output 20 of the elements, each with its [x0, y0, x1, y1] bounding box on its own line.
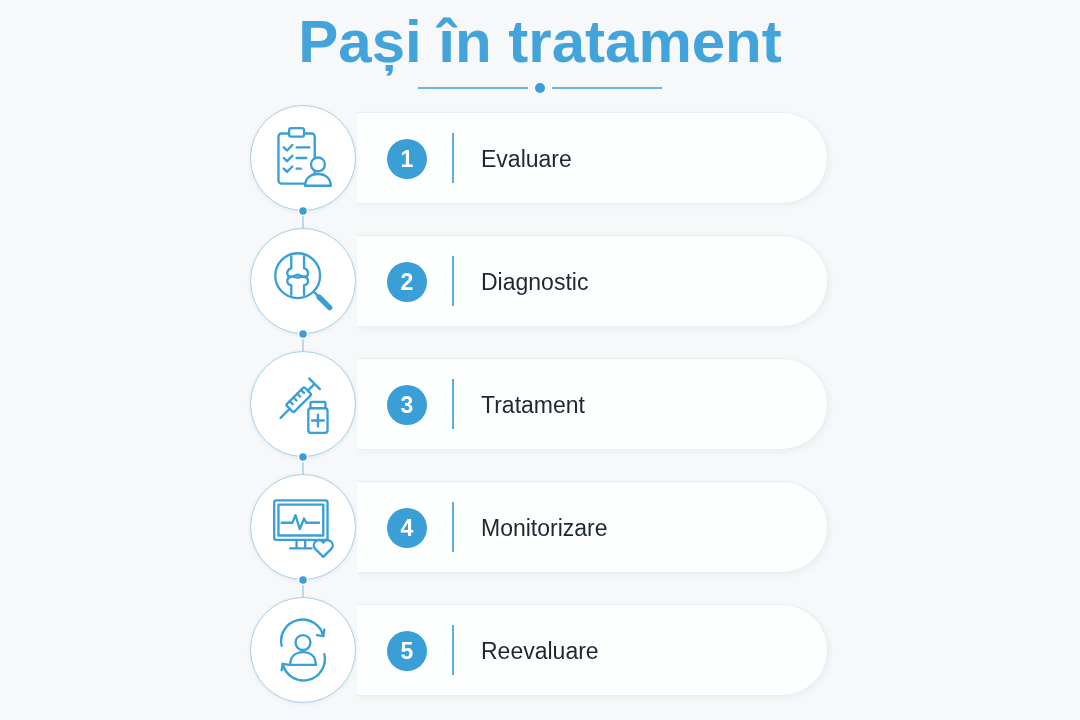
number-badge: 1 — [387, 139, 427, 179]
title: Pași în tratament — [298, 8, 782, 75]
step-card — [357, 481, 828, 573]
step-label: Tratament — [481, 391, 585, 419]
connector-line — [297, 328, 309, 352]
step-label: Evaluare — [481, 145, 572, 173]
step-label: Reevaluare — [481, 637, 599, 665]
connector-line — [297, 574, 309, 598]
step-card — [357, 112, 828, 204]
step-label: Monitorizare — [481, 514, 608, 542]
connector-line — [297, 205, 309, 229]
number-badge: 5 — [387, 631, 427, 671]
step-card — [357, 358, 828, 450]
step-card — [357, 604, 828, 696]
number-badge: 3 — [387, 385, 427, 425]
connector-line — [297, 451, 309, 475]
number-badge: 2 — [387, 262, 427, 302]
step-label: Diagnostic — [481, 268, 589, 296]
step-card — [357, 235, 828, 327]
number-badge: 4 — [387, 508, 427, 548]
